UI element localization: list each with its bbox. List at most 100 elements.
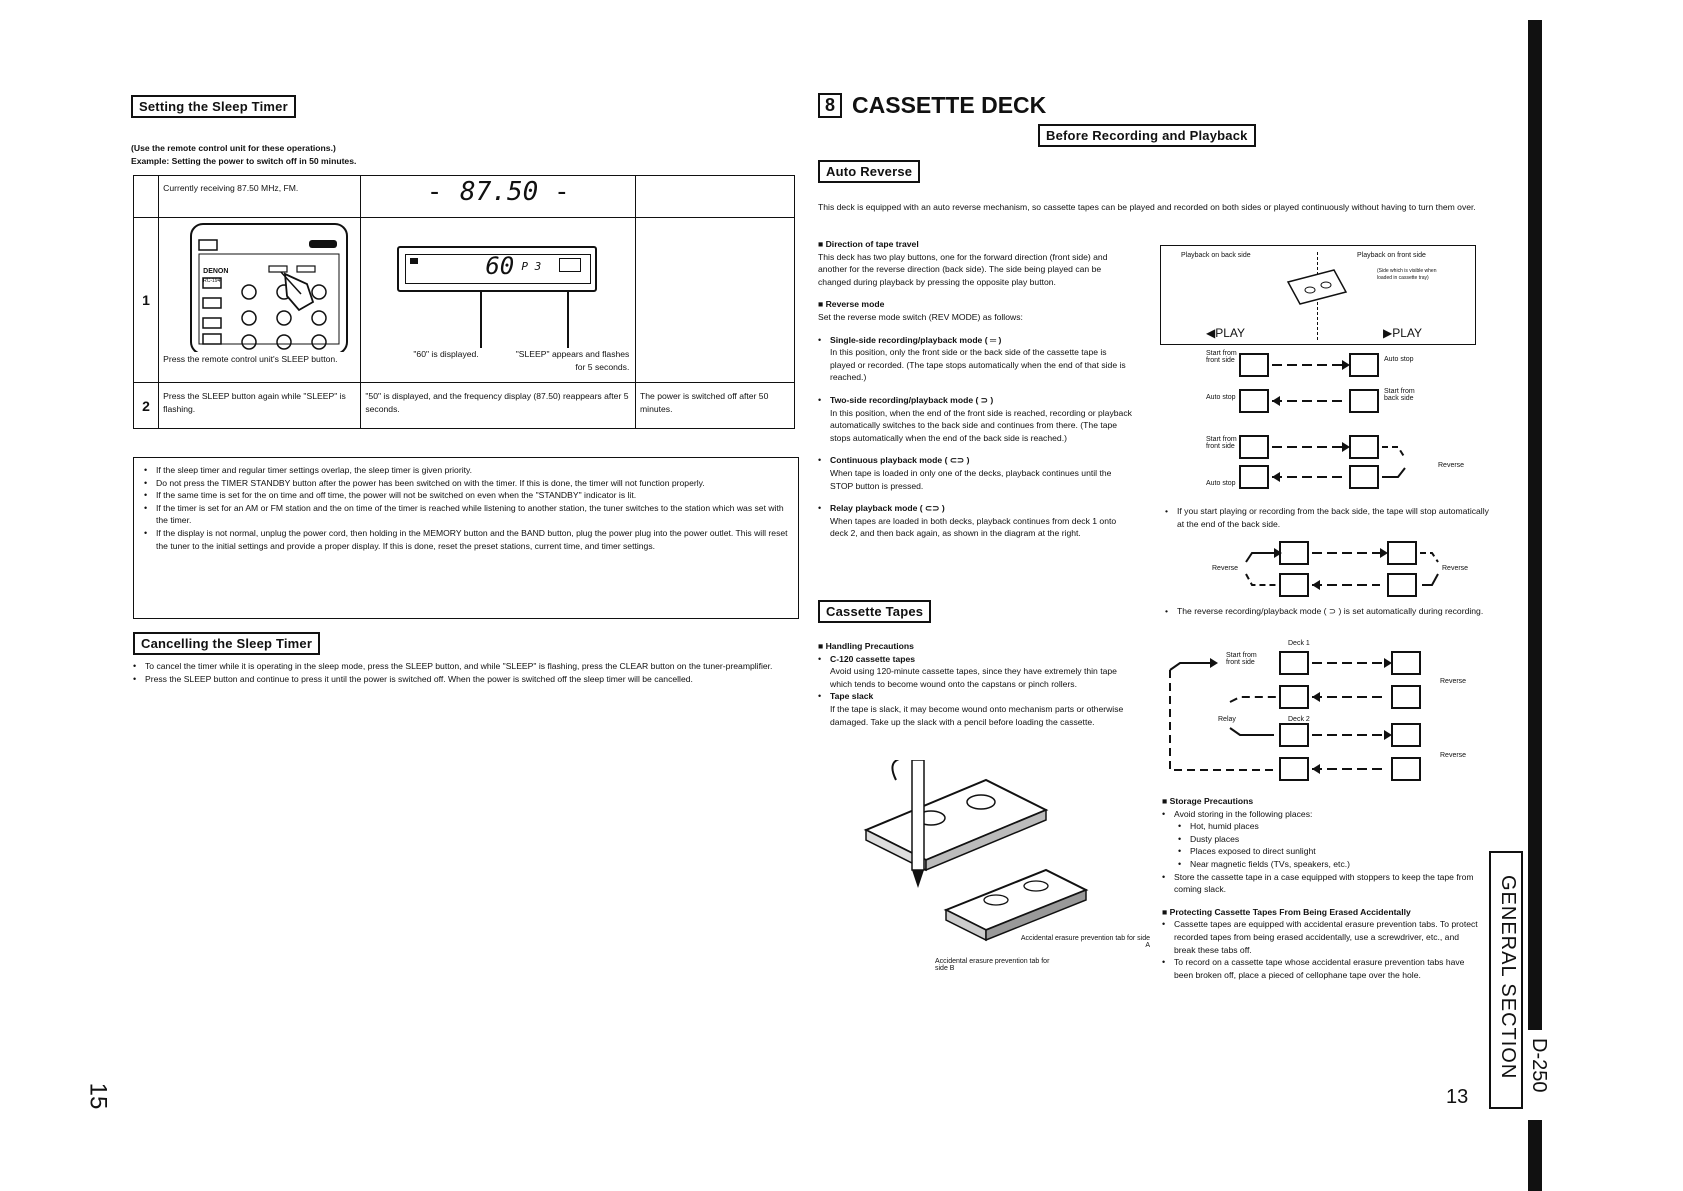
caption-60-displayed: "60" is displayed. [413, 349, 479, 359]
relay-label: Relay [1218, 716, 1236, 723]
tab-label-a: Accidental erasure prevention tab for si… [1020, 935, 1150, 949]
auto-stop-label-3: Auto stop [1206, 480, 1236, 487]
cassette-pencil-illustration [863, 760, 1089, 942]
caption-line-1 [480, 290, 482, 348]
row0-display: - 87.50 - [360, 175, 637, 218]
note-item: Do not press the TIMER STANDBY button af… [144, 477, 794, 490]
direction-block: ■ Direction of tape travel This deck has… [818, 238, 1134, 540]
remote-control-illustration [190, 223, 349, 355]
storage-item: Dusty places [1178, 833, 1480, 846]
general-section-tab: GENERAL SECTION [1489, 851, 1523, 1109]
play-direction-diagram: Playback on back side Playback on front … [1160, 245, 1476, 345]
sleep-timer-heading: Setting the Sleep Timer [131, 95, 296, 118]
mode-item: Single-side recording/playback mode ( ═ … [818, 334, 1134, 384]
deck-1-label: Deck 1 [1288, 640, 1310, 647]
note-item: If the timer is set for an AM or FM stat… [144, 502, 794, 527]
remote-model: RC-194 [203, 278, 221, 284]
start-back-label: Start from back side [1384, 388, 1415, 402]
right-page-number: 13 [1446, 1086, 1469, 1108]
sleep-timer-table: Currently receiving 87.50 MHz, FM. - 87.… [132, 175, 795, 429]
sleep-indicator-icon [559, 258, 582, 272]
lcd-panel: 60 P 3 [397, 246, 598, 292]
side-tab-label: GENERAL SECTION [1497, 875, 1519, 1080]
play-right-label: ▶PLAY [1383, 326, 1423, 340]
row0-desc: Currently receiving 87.50 MHz, FM. [158, 175, 362, 218]
reverse-label-2: Reverse [1212, 565, 1239, 572]
cassette-icon [1286, 269, 1348, 305]
storage-intro: Avoid storing in the following places: H… [1162, 808, 1480, 871]
row1-remote-cell: DENON RC-194 Press the remote control un… [158, 217, 362, 383]
side-note: (Side which is visible when loaded in ca… [1377, 268, 1437, 281]
lcd-preset: P 3 [521, 260, 542, 273]
row1-display-cell: 60 P 3 "60" is displayed. "SLEEP" appear… [360, 217, 637, 383]
section-title: CASSETTE DECK [852, 92, 1047, 118]
storage-list: Avoid storing in the following places: H… [1162, 808, 1480, 896]
tab-label-b: Accidental erasure prevention tab for si… [935, 958, 1050, 972]
mode-item: Continuous playback mode ( ⊂⊃ )When tape… [818, 454, 1134, 492]
note-item: If the sleep timer and regular timer set… [144, 464, 794, 477]
storage-title: ■ Storage Precautions [1162, 796, 1254, 806]
note-item: If the same time is set for the on time … [144, 489, 794, 502]
start-front-label-3: Start from front side [1226, 652, 1257, 666]
storage-item: Hot, humid places [1178, 820, 1480, 833]
direction-text: This deck has two play buttons, one for … [818, 251, 1108, 287]
lcd-sleep-value: 60 [485, 252, 515, 280]
recording-mode-note: •The reverse recording/playback mode ( ⊃… [1165, 606, 1484, 616]
remote-brand: DENON [203, 268, 229, 275]
reverse-title: ■ Reverse mode [818, 299, 885, 310]
section-number: 8 [818, 93, 843, 118]
start-front-label-2: Start from front side [1206, 436, 1237, 450]
row1-desc: Press the remote control unit's SLEEP bu… [163, 354, 338, 364]
caption-sleep-flashes: "SLEEP" appears and flashes for 5 second… [515, 349, 630, 372]
left-page-number: 15 [84, 1082, 112, 1110]
direction-title: ■ Direction of tape travel [818, 239, 919, 249]
mode-item: Relay playback mode ( ⊂⊃ )When tapes are… [818, 502, 1134, 540]
mode-item: Two-side recording/playback mode ( ⊃ )In… [818, 394, 1134, 444]
step-2-number: 2 [132, 382, 160, 429]
lcd-window [405, 254, 592, 284]
playback-front-label: Playback on front side [1357, 252, 1426, 259]
reverse-label-5: Reverse [1440, 752, 1467, 759]
row2-mid: "50" is displayed, and the frequency dis… [360, 382, 637, 429]
auto-reverse-heading: Auto Reverse [818, 160, 921, 183]
notes-list: If the sleep timer and regular timer set… [144, 464, 794, 552]
frequency-display: 87.50 [460, 177, 539, 207]
cancel-item: To cancel the timer while it is operatin… [133, 660, 783, 673]
before-recording-heading: Before Recording and Playback [1038, 124, 1256, 147]
lcd-indicator-icon [410, 258, 419, 264]
storage-case: Store the cassette tape in a case equipp… [1162, 871, 1480, 896]
reverse-label-3: Reverse [1442, 565, 1469, 572]
auto-stop-label-2: Auto stop [1206, 394, 1236, 401]
modes-list: Single-side recording/playback mode ( ═ … [818, 334, 1134, 540]
back-side-note: •If you start playing or recording from … [1165, 506, 1489, 529]
reverse-text: Set the reverse mode switch (REV MODE) a… [818, 311, 1023, 322]
notes-box: If the sleep timer and regular timer set… [133, 457, 799, 619]
protect-list: Cassette tapes are equipped with acciden… [1162, 918, 1480, 981]
storage-item: Near magnetic fields (TVs, speakers, etc… [1178, 858, 1480, 871]
intro-line-2: Example: Setting the power to switch off… [131, 155, 357, 166]
reverse-flow-diagram [1239, 353, 1406, 489]
note-item: If the display is not normal, unplug the… [144, 527, 794, 552]
cancel-heading: Cancelling the Sleep Timer [133, 632, 321, 655]
start-front-label-1: Start from front side [1206, 350, 1237, 364]
edge-bar-top [1528, 20, 1542, 1030]
storage-block: ■ Storage Precautions Avoid storing in t… [1162, 795, 1480, 981]
cancel-list: To cancel the timer while it is operatin… [133, 660, 783, 685]
storage-item: Places exposed to direct sunlight [1178, 845, 1480, 858]
reverse-label-1: Reverse [1438, 462, 1465, 469]
playback-back-label: Playback on back side [1181, 252, 1251, 259]
edge-bar-bottom [1528, 1120, 1542, 1191]
caption-line-2 [567, 290, 569, 348]
continuous-flow-diagram [1245, 541, 1439, 597]
auto-stop-label-1: Auto stop [1384, 356, 1414, 363]
step-1-number: 1 [132, 217, 160, 383]
section-header: 8 CASSETTE DECK [818, 92, 1046, 119]
auto-reverse-intro: This deck is equipped with an auto rever… [818, 202, 1476, 212]
protect-item: To record on a cassette tape whose accid… [1162, 956, 1480, 981]
row2-desc: Press the SLEEP button again while "SLEE… [158, 382, 362, 429]
protect-title: ■ Protecting Cassette Tapes From Being E… [1162, 906, 1411, 917]
intro-text: (Use the remote control unit for these o… [131, 142, 631, 167]
